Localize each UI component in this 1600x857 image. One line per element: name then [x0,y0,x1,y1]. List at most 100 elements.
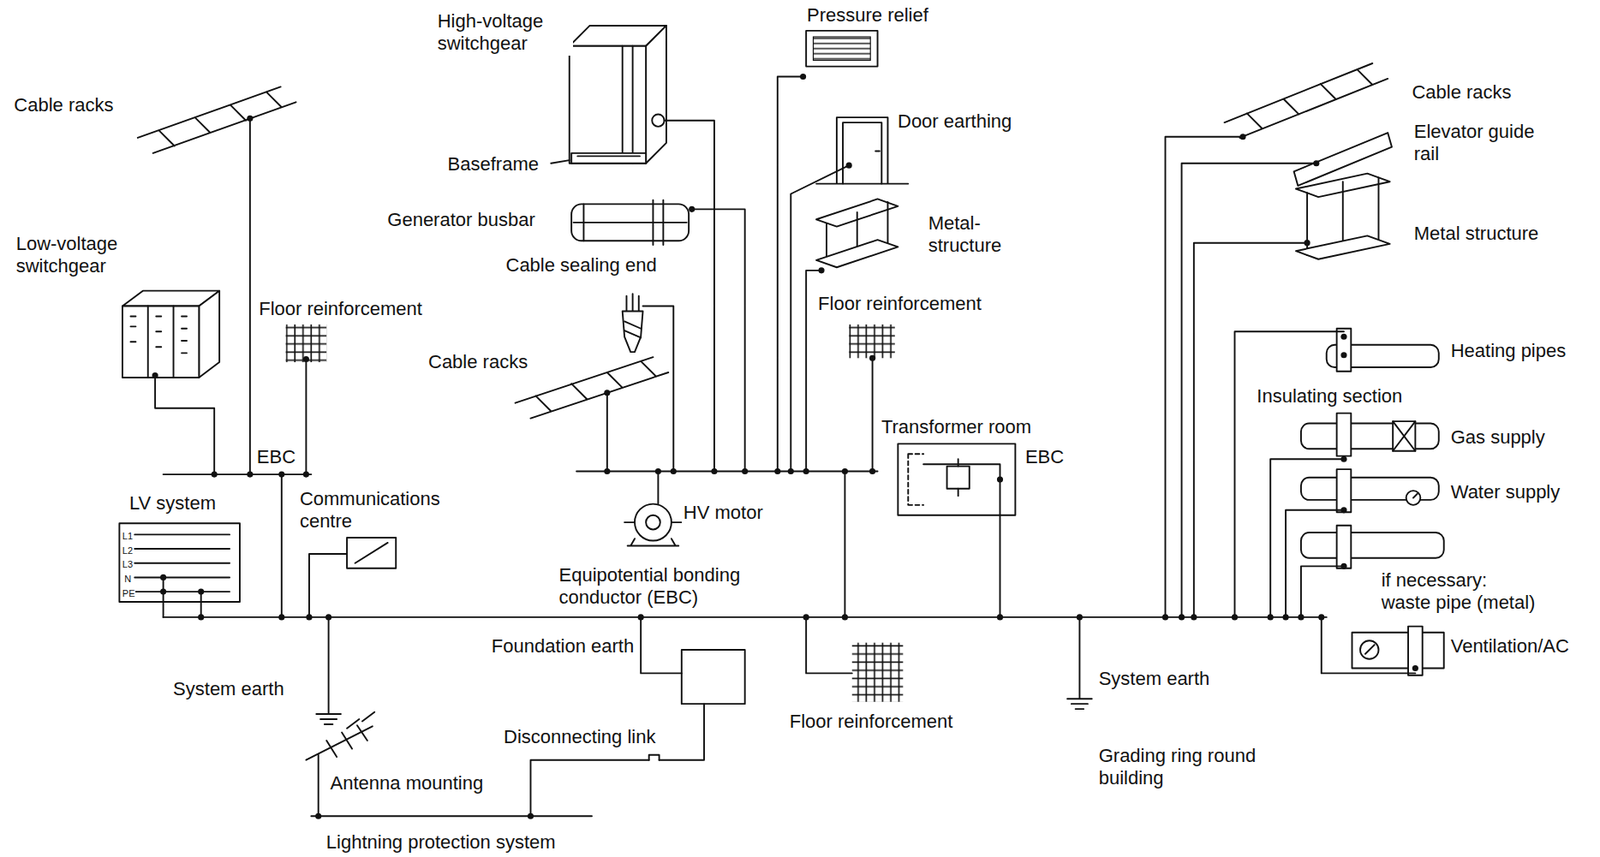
cable-rack [515,357,669,418]
door [842,122,882,184]
part-label: EBC [1023,446,1066,469]
pipes [1406,490,1421,506]
label-slot: Disconnecting link [501,726,657,749]
junction-dot [246,471,253,478]
label-slot: L1 [121,527,134,544]
pipes [1337,413,1352,457]
label-slot: Gas supply [1449,426,1547,449]
label-slot: L3 [121,555,134,572]
hv-motor [634,504,672,542]
pipes [1337,469,1352,513]
pipes [1301,328,1445,676]
part-label: Antenna mounting [328,772,486,795]
label-slot: N [123,570,132,586]
pressure-relief [812,36,871,60]
pipes [1392,421,1415,452]
junction-dot [997,476,1003,483]
pipes [1392,421,1415,452]
junction-dot [869,468,876,475]
junction-dot [1231,614,1238,621]
high-voltage-switchgear [622,46,633,164]
label-slot: Ventilation/AC [1449,635,1571,658]
pipes [1337,328,1352,372]
label-slot: Floor reinforcement [788,710,956,734]
label-slot: Cable sealing end [504,254,659,277]
junction-dot [1297,614,1304,621]
junction-dot [1340,563,1347,570]
part-label: Cable racks [11,94,115,117]
junction-dot [1340,352,1347,359]
part-label: EBC [255,446,298,469]
cable-rack [1224,63,1389,138]
part-label: Grading ring round building [1097,745,1281,791]
label-slot: Door earthing [895,110,1014,133]
high-voltage-switchgear [569,25,667,164]
junction-dot [152,73,1419,820]
floor-reinforcement-grid [852,643,904,703]
label-slot: Grading ring round building [1097,745,1281,791]
foundation-earth [681,650,746,705]
bonding-wire [155,118,311,618]
part-label: Gas supply [1449,426,1547,449]
label-slot: Foundation earth [489,635,636,658]
label-slot: System earth [1097,668,1212,691]
antenna-mounting [305,712,375,761]
conductor-name: N [123,573,132,585]
cable-sealing-end [624,321,641,338]
label-slot: Cable racks [11,94,115,117]
part-label: Insulating section [1254,385,1404,408]
label-slot: Low-voltage switchgear [14,232,148,279]
label-slot: L2 [121,542,134,558]
junction-dot [160,574,167,581]
bonding-wire [1164,137,1415,675]
part-label: Generator busbar [385,208,537,232]
bonding-wire [640,617,853,675]
conductor-name: L1 [121,531,134,542]
cable-rack [137,86,297,153]
junction-dot [841,614,848,621]
label-slot: LV system [127,492,218,515]
communications-box [346,537,396,569]
junction-dot [278,614,285,621]
label-slot: Floor reinforcement [816,292,984,316]
floor-reinforcement-grid [286,324,328,363]
high-voltage-switchgear [645,25,667,164]
junction-dot [869,355,876,362]
junction-dot [1412,665,1419,672]
low-voltage-switchgear [198,291,220,378]
junction-dot [305,614,312,621]
low-voltage-switchgear [122,306,199,378]
part-label: Low-voltage switchgear [14,232,148,279]
junction-dot [1282,614,1289,621]
label-slot: Metal structure [1412,222,1541,245]
hv-motor [624,522,682,546]
junction-dot [160,589,167,596]
junction-dot [997,614,1003,621]
transformer-room [947,466,970,490]
transformer-room [897,443,1015,515]
part-label: Foundation earth [489,635,636,658]
low-voltage-switchgear [130,316,187,353]
label-slot: Communications centre [298,488,452,534]
pipes [1360,640,1379,659]
cable-sealing-end [622,310,644,353]
junction-dot [846,162,853,169]
label-slot: Cable racks [426,351,530,374]
junction-dot [278,471,285,478]
pipes [1301,423,1439,450]
bonding-wire [550,160,569,164]
junction-dot [303,471,310,478]
junction-dot [688,206,695,213]
part-label: Disconnecting link [501,726,657,749]
conductor-name: L3 [121,559,134,570]
earth-symbol [1067,617,1093,710]
label-slot: EBC [255,446,298,469]
part-label: Ventilation/AC [1449,635,1571,658]
lv-system-box [119,523,240,603]
part-label: if necessary: waste pipe (metal) [1379,569,1544,615]
foundation-earth [681,650,746,705]
part-label: Heating pipes [1449,340,1569,363]
part-label: Elevator guide rail [1412,120,1546,167]
junction-dot [741,468,748,475]
junction-dot [1318,614,1325,621]
